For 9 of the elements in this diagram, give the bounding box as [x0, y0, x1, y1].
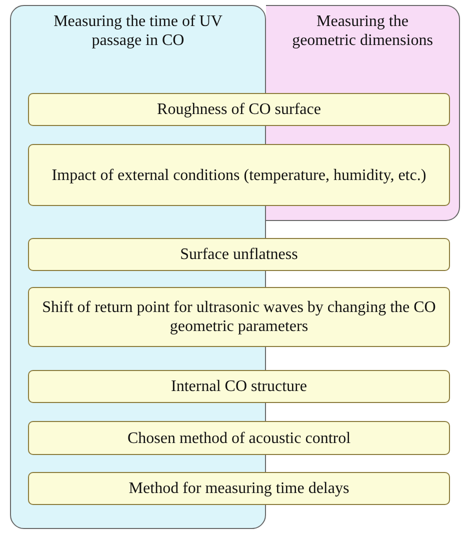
factor-box: Impact of external conditions (temperature, humidity, etc.): [28, 144, 450, 206]
panel-heading: Measuring the geometric dimensions: [291, 12, 434, 50]
factor-box: Internal CO structure: [28, 370, 450, 403]
factor-box: Roughness of CO surface: [28, 93, 450, 126]
factor-box: Method for measuring time delays: [28, 472, 450, 505]
panel-heading: Measuring the time of UV passage in CO: [52, 12, 224, 50]
factor-box: Shift of return point for ultrasonic waves by changing the CO geometric parameters: [28, 287, 450, 347]
factor-box: Surface unflatness: [28, 238, 450, 271]
factor-box: Chosen method of acoustic control: [28, 421, 450, 455]
